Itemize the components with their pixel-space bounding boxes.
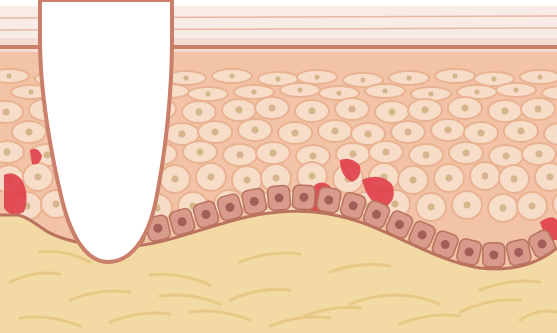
cell-nucleus: [268, 104, 275, 111]
cell-nucleus: [171, 175, 178, 182]
cell-nucleus: [421, 106, 428, 113]
cell-nucleus: [463, 201, 470, 208]
cell-nucleus: [309, 152, 316, 159]
cell-nucleus: [391, 200, 398, 207]
cell-nucleus: [517, 127, 524, 134]
cell-nucleus: [251, 89, 256, 94]
cell-nucleus: [535, 150, 542, 157]
cell-nucleus: [178, 130, 185, 137]
cell-nucleus: [452, 73, 457, 78]
cell-nucleus: [207, 173, 214, 180]
cell-nucleus: [477, 129, 484, 136]
cell-nucleus: [52, 200, 59, 207]
keratinocyte: [535, 163, 557, 191]
cell-nucleus: [360, 77, 365, 82]
cell-nucleus: [275, 76, 280, 81]
cell-nucleus: [28, 89, 33, 94]
basal-cell: [292, 185, 315, 210]
cell-nucleus: [502, 152, 509, 159]
basal-cell: [505, 238, 532, 266]
cell-nucleus: [513, 87, 518, 92]
cell-nucleus: [546, 173, 553, 180]
cell-nucleus: [243, 176, 250, 183]
cell-nucleus: [6, 73, 11, 78]
cell-nucleus: [336, 90, 341, 95]
cell-nucleus: [314, 74, 319, 79]
cell-nucleus: [491, 76, 496, 81]
cell-nucleus: [349, 150, 356, 157]
cell-nucleus: [534, 105, 541, 112]
cell-nucleus: [229, 73, 234, 78]
cell-nucleus: [205, 91, 210, 96]
cell-nucleus: [422, 151, 429, 158]
cell-nucleus: [499, 204, 506, 211]
cell-nucleus: [474, 89, 479, 94]
cell-nucleus: [2, 108, 9, 115]
cell-nucleus: [406, 75, 411, 80]
keratinocyte: [0, 69, 29, 83]
basal-cell: [483, 243, 505, 267]
cell-nucleus: [510, 175, 517, 182]
cell-nucleus: [528, 202, 535, 209]
basal-cell: [316, 186, 342, 213]
cell-nucleus: [388, 108, 395, 115]
cell-nucleus: [308, 172, 315, 179]
cell-nucleus: [445, 174, 452, 181]
cell-nucleus: [444, 126, 451, 133]
cell-nucleus: [196, 148, 203, 155]
cell-nucleus: [236, 151, 243, 158]
cell-nucleus: [235, 106, 242, 113]
cell-nucleus: [382, 148, 389, 155]
cell-nucleus: [272, 174, 279, 181]
basal-cell: [267, 185, 291, 211]
cell-nucleus: [308, 107, 315, 114]
cell-nucleus: [195, 108, 202, 115]
cell-nucleus: [364, 130, 371, 137]
cell-nucleus: [348, 105, 355, 112]
cell-nucleus: [269, 149, 276, 156]
cell-nucleus: [461, 104, 468, 111]
cell-nucleus: [501, 107, 508, 114]
cell-nucleus: [211, 128, 218, 135]
cell-nucleus: [481, 172, 488, 179]
cell-nucleus: [537, 74, 542, 79]
cell-nucleus: [409, 176, 416, 183]
cell-nucleus: [427, 203, 434, 210]
cell-nucleus: [183, 75, 188, 80]
cell-nucleus: [43, 151, 50, 158]
cell-nucleus: [291, 129, 298, 136]
basal-cell: [241, 187, 267, 215]
basal-cell-nucleus: [489, 250, 498, 259]
cell-nucleus: [404, 128, 411, 135]
cell-nucleus: [251, 126, 258, 133]
cell-nucleus: [3, 148, 10, 155]
cell-nucleus: [428, 91, 433, 96]
cell-nucleus: [382, 88, 387, 93]
cell-nucleus: [462, 149, 469, 156]
cell-nucleus: [331, 127, 338, 134]
cell-nucleus: [25, 128, 32, 135]
cell-nucleus: [297, 87, 302, 92]
cell-nucleus: [34, 173, 41, 180]
